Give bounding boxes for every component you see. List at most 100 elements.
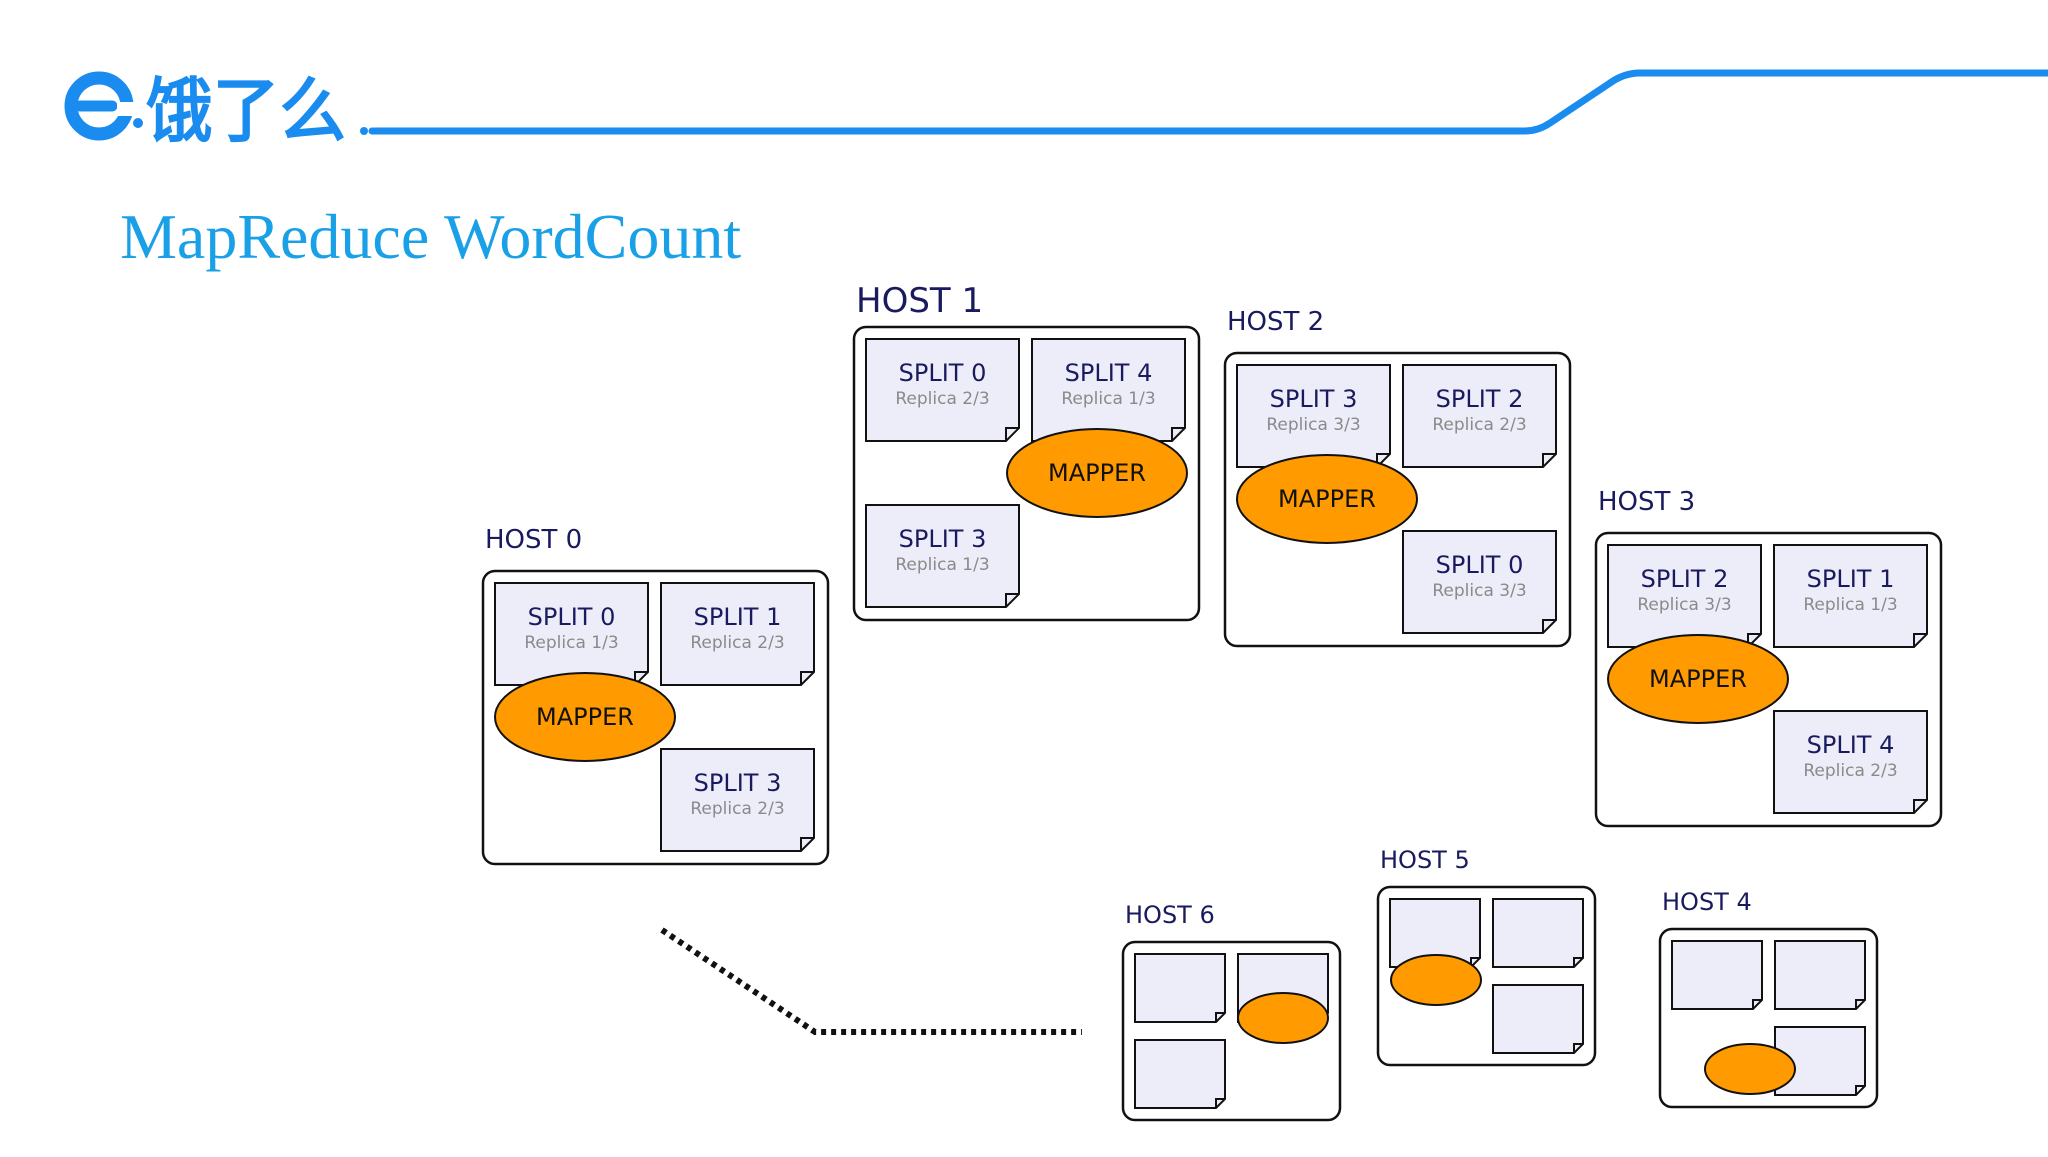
brand-logo: 饿了么 xyxy=(64,70,368,152)
split-name: SPLIT 3 xyxy=(694,769,782,797)
dotted-connector xyxy=(660,927,1082,1035)
host-5: HOST 5 xyxy=(1376,846,1597,1067)
split-fold xyxy=(1913,633,1927,647)
split-fold xyxy=(1855,999,1865,1009)
mapper-label: MAPPER xyxy=(536,703,634,731)
split-sheet xyxy=(1031,338,1186,442)
split-name: SPLIT 4 xyxy=(1065,359,1153,387)
split-replica: Replica 2/3 xyxy=(690,799,784,819)
split-fold xyxy=(1855,1085,1865,1095)
mapper-ellipse xyxy=(494,672,676,762)
split-name: SPLIT 2 xyxy=(1436,385,1524,413)
split-fold xyxy=(1752,999,1762,1009)
split-sheet xyxy=(1402,530,1557,634)
split-fold xyxy=(1542,453,1556,467)
split-sheet xyxy=(865,338,1020,442)
split-replica: Replica 1/3 xyxy=(524,633,618,653)
split-name: SPLIT 3 xyxy=(899,525,987,553)
split-sheet xyxy=(1607,544,1762,648)
split-fold xyxy=(800,671,814,685)
host-label: HOST 6 xyxy=(1125,901,1215,929)
split-sheet xyxy=(865,504,1020,608)
split-fold xyxy=(1171,427,1185,441)
mapper-ellipse xyxy=(1236,454,1418,544)
split-replica: Replica 2/3 xyxy=(1432,415,1526,435)
host-label: HOST 0 xyxy=(485,525,582,555)
split-sheet xyxy=(494,582,649,686)
split-name: SPLIT 1 xyxy=(694,603,782,631)
split-name: SPLIT 0 xyxy=(899,359,987,387)
split-name: SPLIT 0 xyxy=(528,603,616,631)
split-fold xyxy=(1542,619,1556,633)
split-sheet xyxy=(1492,984,1584,1054)
split-document xyxy=(1671,940,1763,1010)
split-sheet xyxy=(1773,544,1928,648)
split-fold xyxy=(1573,1043,1583,1053)
split-name: SPLIT 1 xyxy=(1807,565,1895,593)
split-sheet xyxy=(1671,940,1763,1010)
split-fold xyxy=(1005,427,1019,441)
split-replica: Replica 3/3 xyxy=(1637,595,1731,615)
e-logo-icon xyxy=(64,71,147,141)
split-name: SPLIT 4 xyxy=(1807,731,1895,759)
split-name: SPLIT 0 xyxy=(1436,551,1524,579)
mapper-ellipse xyxy=(1390,954,1482,1006)
split-fold xyxy=(1215,1098,1225,1108)
split-document xyxy=(1492,898,1584,968)
mapper-ellipse xyxy=(1704,1043,1796,1095)
split-document xyxy=(1134,953,1226,1023)
host-label: HOST 3 xyxy=(1598,487,1695,517)
split-document xyxy=(1134,1039,1226,1109)
split-name: SPLIT 3 xyxy=(1270,385,1358,413)
mapper-ellipse xyxy=(1237,992,1329,1044)
split-sheet xyxy=(660,748,815,852)
split-replica: Replica 2/3 xyxy=(690,633,784,653)
split-document xyxy=(1774,940,1866,1010)
split-sheet xyxy=(1236,364,1391,468)
split-sheet xyxy=(1773,710,1928,814)
mapper-label: MAPPER xyxy=(1278,485,1376,513)
split-replica: Replica 2/3 xyxy=(895,389,989,409)
split-replica: Replica 3/3 xyxy=(1432,581,1526,601)
slide-title: MapReduce WordCount xyxy=(120,201,741,272)
split-fold xyxy=(1215,1012,1225,1022)
split-fold xyxy=(1573,957,1583,967)
split-sheet xyxy=(1389,898,1481,968)
split-sheet xyxy=(1774,940,1866,1010)
split-replica: Replica 1/3 xyxy=(1803,595,1897,615)
split-replica: Replica 3/3 xyxy=(1266,415,1360,435)
mapper-label: MAPPER xyxy=(1048,459,1146,487)
logo-dot-icon xyxy=(360,127,368,135)
split-sheet xyxy=(1492,898,1584,968)
split-sheet xyxy=(1134,1039,1226,1109)
host-label: HOST 1 xyxy=(856,281,983,321)
mapper-ellipse xyxy=(1006,428,1188,518)
split-fold xyxy=(1913,799,1927,813)
split-sheet xyxy=(1134,953,1226,1023)
host-6: HOST 6 xyxy=(1121,901,1342,1122)
host-label: HOST 2 xyxy=(1227,307,1324,337)
split-replica: Replica 1/3 xyxy=(895,555,989,575)
split-fold xyxy=(800,837,814,851)
host-label: HOST 4 xyxy=(1662,888,1752,916)
split-sheet xyxy=(660,582,815,686)
